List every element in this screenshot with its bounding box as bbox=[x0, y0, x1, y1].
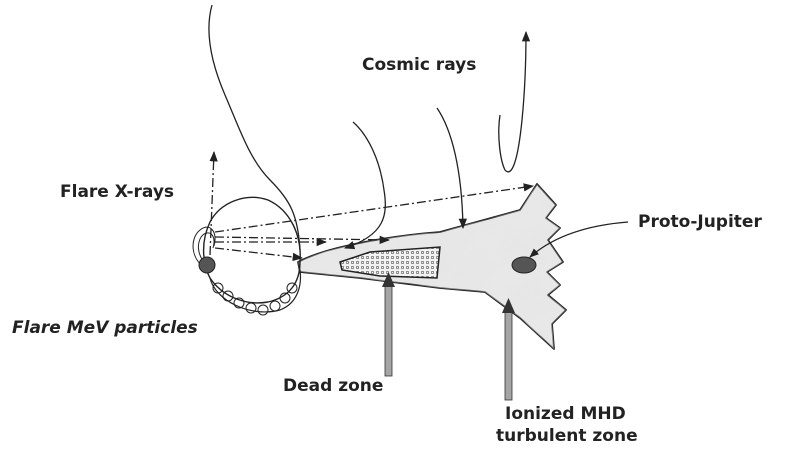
dead-zone-region bbox=[339, 246, 441, 279]
cosmic-rays-label: Cosmic rays bbox=[362, 55, 477, 75]
dead-zone-arrow bbox=[382, 272, 395, 377]
proto-jupiter-pointer bbox=[529, 221, 629, 258]
ionized-zone-arrow bbox=[502, 298, 515, 401]
magnetic-field-line bbox=[208, 4, 301, 251]
cosmic-ray-paths bbox=[344, 30, 531, 250]
proto-jupiter-label: Proto-Jupiter bbox=[638, 212, 762, 232]
young-star bbox=[192, 196, 302, 316]
proto-jupiter-planet bbox=[511, 256, 537, 274]
ionized-zone-label-line1: Ionized MHD bbox=[505, 404, 626, 424]
flare-xray-paths bbox=[209, 150, 535, 262]
flare-mev-particles-label: Flare MeV particles bbox=[12, 318, 198, 338]
dead-zone-label: Dead zone bbox=[283, 376, 384, 396]
ionized-zone-label-line2: turbulent zone bbox=[496, 426, 638, 446]
flare-xrays-label: Flare X-rays bbox=[60, 182, 175, 202]
